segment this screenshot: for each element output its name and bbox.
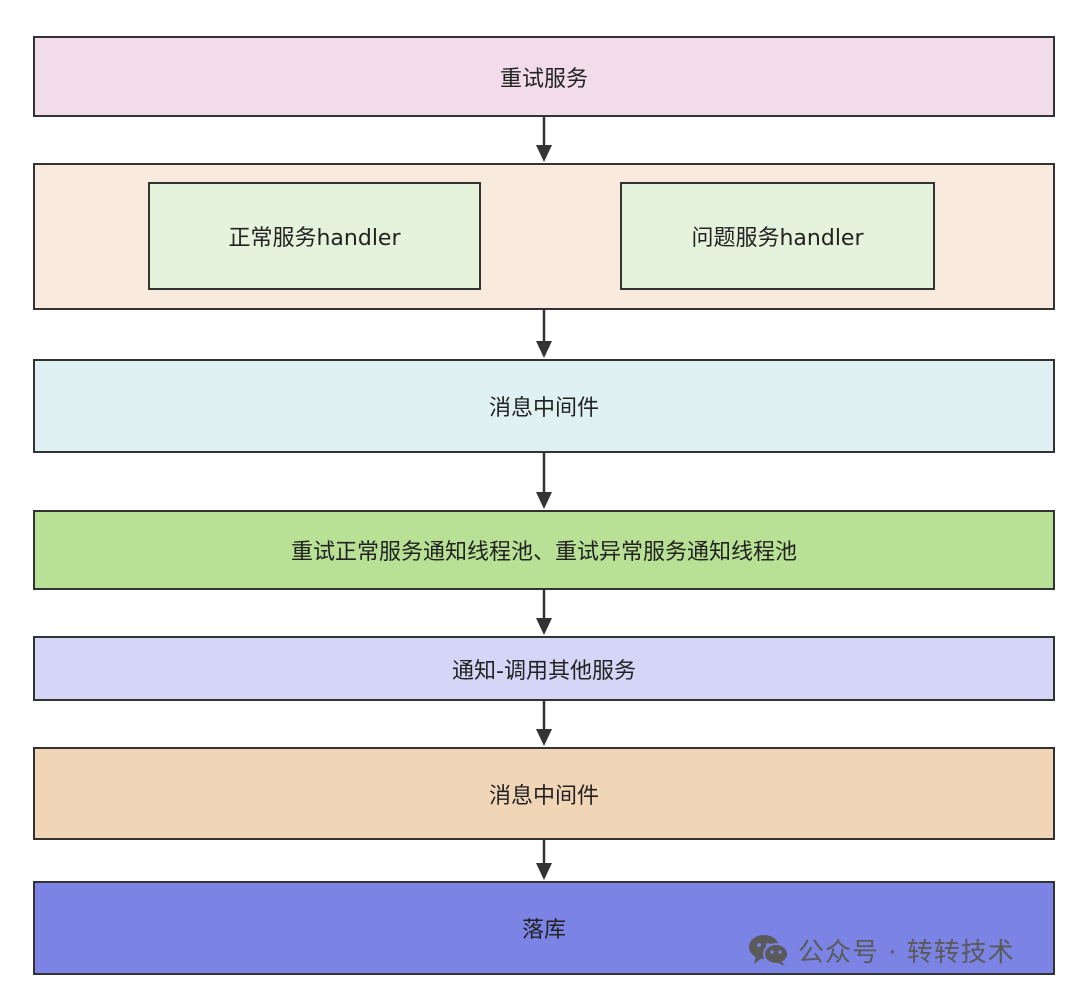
arrow-2: [534, 310, 554, 359]
node-persist-label: 落库: [521, 918, 566, 943]
node-message-middleware-2-label: 消息中间件: [488, 783, 599, 809]
node-notify-call-label: 通知-调用其他服务: [452, 658, 636, 684]
node-problem-handler-label: 问题服务handler: [691, 226, 864, 251]
node-message-middleware-2: 消息中间件: [33, 747, 1055, 840]
watermark: 公众号 · 转转技术: [748, 930, 1015, 970]
node-persist: 落库: [33, 881, 1055, 975]
node-notify-call: 通知-调用其他服务: [33, 636, 1055, 701]
node-message-middleware-1: 消息中间件: [33, 359, 1055, 453]
node-thread-pools-label: 重试正常服务通知线程池、重试异常服务通知线程池: [290, 540, 797, 565]
arrow-3: [534, 453, 554, 510]
arrow-4: [534, 590, 554, 636]
node-retry-service: 重试服务: [33, 36, 1055, 117]
arrow-1: [534, 117, 554, 163]
node-normal-handler-label: 正常服务handler: [228, 226, 401, 251]
arrow-6: [534, 840, 554, 881]
arrow-5: [534, 701, 554, 747]
node-problem-handler: 问题服务handler: [620, 182, 935, 290]
watermark-text: 公众号 · 转转技术: [798, 937, 1015, 968]
node-message-middleware-1-label: 消息中间件: [488, 396, 599, 421]
node-thread-pools: 重试正常服务通知线程池、重试异常服务通知线程池: [33, 510, 1055, 590]
node-normal-handler: 正常服务handler: [148, 182, 481, 290]
wechat-icon: [748, 933, 790, 967]
node-retry-service-label: 重试服务: [499, 66, 588, 92]
